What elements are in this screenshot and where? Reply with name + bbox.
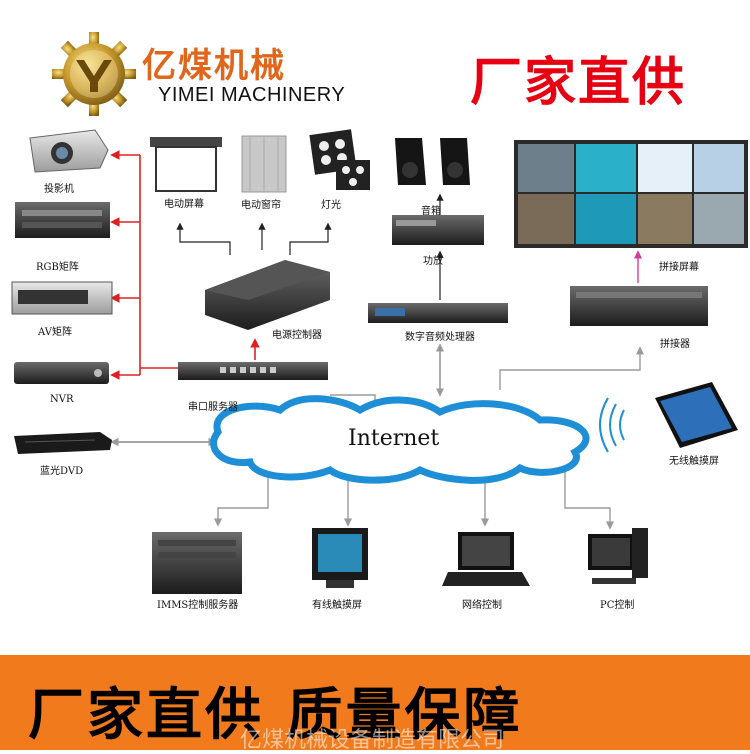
audio-processor-icon [368, 303, 508, 323]
bluray-icon [14, 432, 112, 454]
label-pc-control: PC控制 [600, 600, 635, 611]
amplifier-icon [392, 215, 484, 245]
label-bluray: 蓝光DVD [40, 466, 84, 477]
wireless-waves-icon [599, 397, 625, 453]
serial-server-icon [178, 362, 328, 380]
footer-banner [0, 655, 750, 750]
system-diagram [11, 129, 748, 594]
wired-touch-screen-icon [312, 528, 368, 588]
motor-screen-icon [150, 137, 222, 192]
internet-label: Internet [348, 426, 440, 451]
label-motor-screen: 电动屏幕 [164, 199, 204, 210]
stage-light-icon [309, 129, 370, 190]
label-network-control: 网络控制 [462, 600, 502, 611]
speaker-icon [395, 138, 470, 185]
av-matrix-icon [11, 281, 113, 315]
label-imms-server: IMMS控制服务器 [157, 600, 239, 611]
label-wired-touch: 有线触摸屏 [312, 600, 362, 611]
gray-network-lines [110, 343, 645, 530]
logo-title: 亿煤机械 [142, 46, 286, 86]
label-nvr: NVR [50, 394, 74, 405]
laptop-icon [442, 532, 530, 586]
power-controller-icon [205, 260, 330, 330]
motor-curtain-icon [241, 135, 287, 193]
label-splice-screen: 拼接屏幕 [659, 262, 699, 273]
power-lines [176, 222, 332, 255]
rgb-matrix-icon [15, 202, 110, 238]
label-amplifier: 功放 [423, 256, 443, 267]
desktop-pc-icon [588, 528, 648, 584]
label-projector: 投影机 [44, 184, 74, 195]
projector-icon [29, 129, 109, 173]
splicer-icon [570, 286, 708, 326]
wireless-touch-screen-icon [655, 382, 738, 448]
nvr-icon [14, 362, 109, 384]
footer-slogan: 厂家直供 质量保障 [28, 683, 523, 748]
top-slogan: 厂家直供 [470, 53, 687, 113]
splice-screen-icon [514, 140, 748, 248]
internet-cloud [210, 395, 590, 484]
label-power-controller: 电源控制器 [272, 330, 322, 341]
label-motor-curtain: 电动窗帘 [241, 200, 281, 211]
logo-subtitle: YIMEI MACHINERY [158, 84, 346, 106]
label-splicer: 拼接器 [660, 339, 690, 350]
label-audio-processor: 数字音频处理器 [405, 332, 475, 343]
company-watermark: 亿煤机械设备制造有限公司 [240, 728, 505, 753]
label-lighting: 灯光 [321, 200, 341, 211]
label-wireless-touch: 无线触摸屏 [669, 456, 719, 467]
red-control-lines [110, 150, 260, 380]
label-rgb-matrix: RGB矩阵 [36, 262, 79, 273]
imms-server-icon [152, 532, 242, 594]
label-av-matrix: AV矩阵 [38, 327, 72, 338]
gear-logo-icon [52, 32, 136, 116]
label-speakers: 音箱 [421, 206, 441, 217]
logo [50, 30, 138, 118]
label-serial-server: 串口服务器 [188, 402, 238, 413]
